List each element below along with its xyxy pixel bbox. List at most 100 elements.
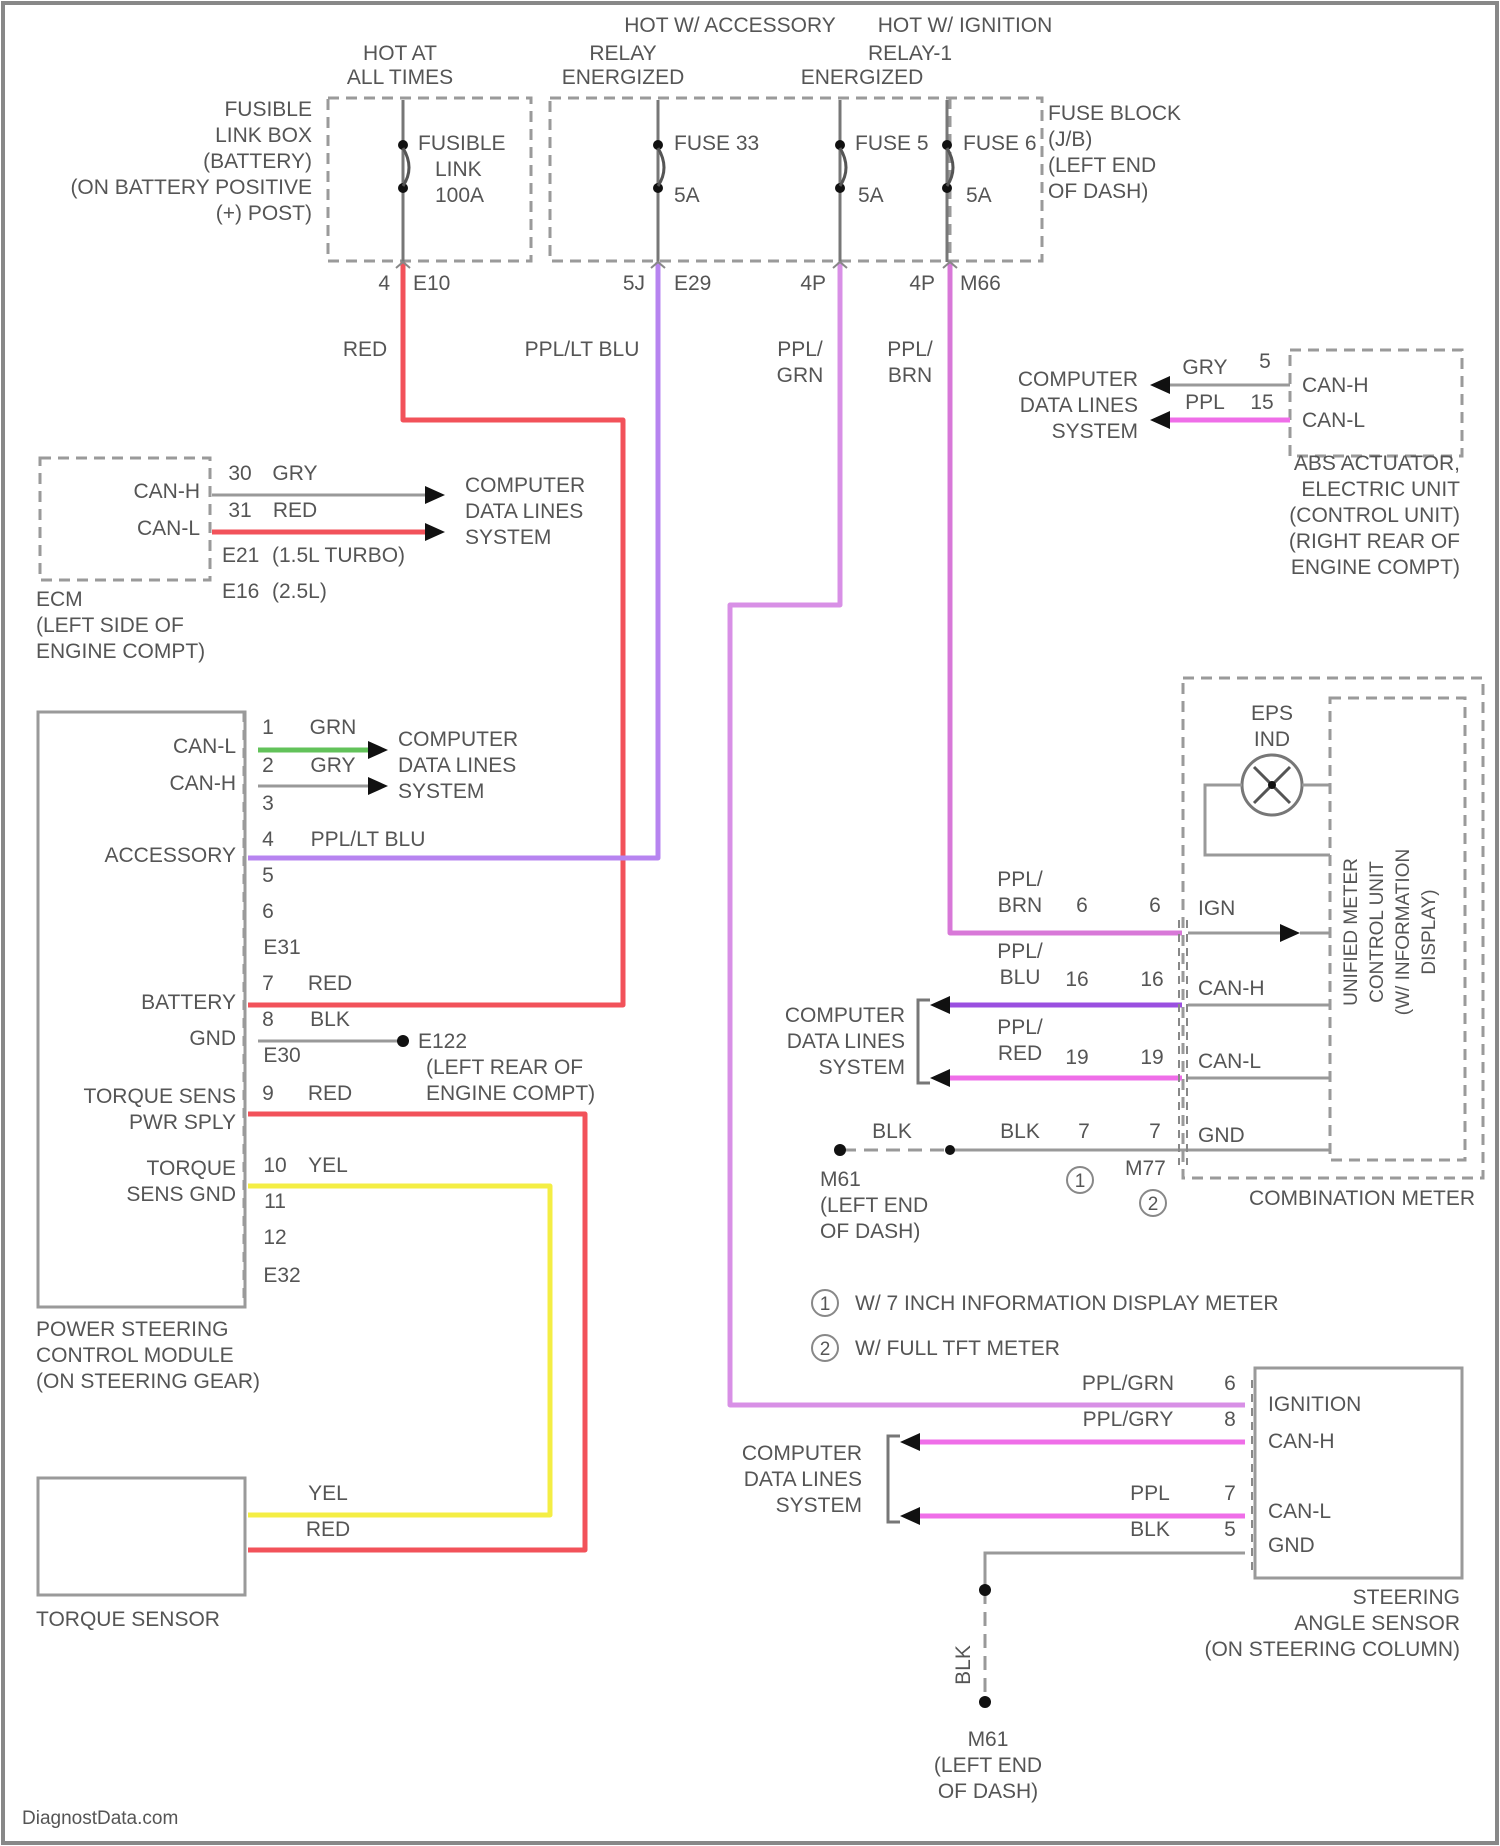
svg-text:DATA LINES: DATA LINES xyxy=(1020,394,1138,417)
svg-text:PPL/: PPL/ xyxy=(997,1016,1043,1039)
svg-text:UNIFIED METER: UNIFIED METER xyxy=(1341,858,1362,1006)
note-legend-1: 1 W/ 7 INCH INFORMATION DISPLAY METER xyxy=(812,1290,1279,1316)
svg-text:(BATTERY): (BATTERY) xyxy=(203,150,312,173)
svg-text:ECM: ECM xyxy=(36,588,83,611)
svg-text:PPL: PPL xyxy=(1185,391,1225,414)
svg-text:POWER STEERING: POWER STEERING xyxy=(36,1318,229,1341)
fusible-link-name: FUSIBLE xyxy=(418,132,506,155)
svg-text:1: 1 xyxy=(1075,1171,1086,1192)
svg-text:3: 3 xyxy=(262,792,274,815)
svg-text:5A: 5A xyxy=(858,184,884,207)
svg-text:PPL/: PPL/ xyxy=(997,940,1043,963)
svg-text:W/ 7 INCH INFORMATION DISPLAY: W/ 7 INCH INFORMATION DISPLAY METER xyxy=(855,1292,1279,1315)
svg-text:GND: GND xyxy=(1268,1534,1315,1557)
svg-text:PPL/: PPL/ xyxy=(997,868,1043,891)
svg-text:8: 8 xyxy=(262,1008,274,1031)
svg-text:ENERGIZED: ENERGIZED xyxy=(801,66,924,89)
svg-text:FUSIBLE: FUSIBLE xyxy=(224,98,312,121)
svg-text:COMPUTER: COMPUTER xyxy=(398,728,518,751)
svg-text:CONTROL MODULE: CONTROL MODULE xyxy=(36,1344,234,1367)
svg-text:CAN-L: CAN-L xyxy=(173,735,236,758)
svg-text:5J: 5J xyxy=(623,272,645,295)
svg-text:STEERING: STEERING xyxy=(1353,1586,1460,1609)
svg-text:SYSTEM: SYSTEM xyxy=(776,1494,862,1517)
svg-text:BRN: BRN xyxy=(998,894,1042,917)
svg-text:PPL: PPL xyxy=(1130,1482,1170,1505)
svg-text:(LEFT END: (LEFT END xyxy=(934,1754,1042,1777)
svg-text:GRY: GRY xyxy=(1182,356,1227,379)
svg-text:ABS ACTUATOR,: ABS ACTUATOR, xyxy=(1294,452,1460,475)
svg-text:5: 5 xyxy=(1224,1518,1236,1541)
svg-text:FUSE 6: FUSE 6 xyxy=(963,132,1037,155)
svg-text:RED: RED xyxy=(306,1518,350,1541)
svg-text:TORQUE: TORQUE xyxy=(147,1157,236,1180)
svg-text:(W/ INFORMATION: (W/ INFORMATION xyxy=(1393,849,1414,1015)
svg-text:(LEFT END: (LEFT END xyxy=(820,1194,928,1217)
svg-text:4P: 4P xyxy=(909,272,935,295)
svg-text:1: 1 xyxy=(820,1294,831,1315)
svg-text:12: 12 xyxy=(263,1226,286,1249)
svg-text:1: 1 xyxy=(262,716,274,739)
svg-text:M66: M66 xyxy=(960,272,1001,295)
svg-text:(LEFT SIDE OF: (LEFT SIDE OF xyxy=(36,614,184,637)
svg-text:HOT W/ ACCESSORY: HOT W/ ACCESSORY xyxy=(624,14,836,37)
svg-text:15: 15 xyxy=(1250,391,1273,414)
svg-text:PPL/GRN: PPL/GRN xyxy=(1082,1372,1174,1395)
pscm-label: POWER STEERING CONTROL MODULE (ON STEERI… xyxy=(36,1318,260,1393)
diagram-border xyxy=(3,3,1497,1843)
svg-text:(ON STEERING GEAR): (ON STEERING GEAR) xyxy=(36,1370,260,1393)
svg-text:FUSE 33: FUSE 33 xyxy=(674,132,759,155)
svg-text:CAN-L: CAN-L xyxy=(1302,409,1365,432)
svg-text:GRN: GRN xyxy=(777,364,824,387)
svg-text:4: 4 xyxy=(262,828,274,851)
svg-text:(RIGHT REAR OF: (RIGHT REAR OF xyxy=(1289,530,1460,553)
svg-text:GRN: GRN xyxy=(310,716,357,739)
svg-text:CAN-H: CAN-H xyxy=(1268,1430,1335,1453)
svg-text:PPL/GRY: PPL/GRY xyxy=(1083,1408,1174,1431)
svg-text:SYSTEM: SYSTEM xyxy=(398,780,484,803)
svg-text:10: 10 xyxy=(263,1154,286,1177)
svg-text:6: 6 xyxy=(1224,1372,1236,1395)
svg-text:ENGINE COMPT): ENGINE COMPT) xyxy=(426,1082,595,1105)
svg-text:ENGINE COMPT): ENGINE COMPT) xyxy=(1291,556,1460,579)
svg-text:M61: M61 xyxy=(968,1728,1009,1751)
svg-text:BLK: BLK xyxy=(310,1008,350,1031)
svg-text:(CONTROL UNIT): (CONTROL UNIT) xyxy=(1289,504,1460,527)
meter-connector-id: M77 xyxy=(1125,1157,1166,1180)
svg-text:CAN-H: CAN-H xyxy=(134,480,201,503)
svg-text:6: 6 xyxy=(1149,894,1161,917)
svg-text:RED: RED xyxy=(308,972,352,995)
svg-text:6: 6 xyxy=(1076,894,1088,917)
svg-text:IGN: IGN xyxy=(1198,897,1235,920)
svg-text:11: 11 xyxy=(264,1190,286,1213)
svg-text:YEL: YEL xyxy=(308,1154,348,1177)
svg-text:GND: GND xyxy=(1198,1124,1245,1147)
svg-text:SYSTEM: SYSTEM xyxy=(819,1056,905,1079)
fusible-link-pin: 4 xyxy=(378,272,390,295)
svg-text:BATTERY: BATTERY xyxy=(141,991,236,1014)
torque-sensor-label: TORQUE SENSOR xyxy=(36,1608,220,1631)
svg-text:E31: E31 xyxy=(263,936,300,959)
svg-text:BRN: BRN xyxy=(888,364,932,387)
svg-text:BLK: BLK xyxy=(1130,1518,1170,1541)
svg-text:W/ FULL TFT METER: W/ FULL TFT METER xyxy=(855,1337,1060,1360)
svg-text:SYSTEM: SYSTEM xyxy=(465,526,551,549)
svg-text:SYSTEM: SYSTEM xyxy=(1052,420,1138,443)
svg-text:HOT W/ IGNITION: HOT W/ IGNITION xyxy=(878,14,1053,37)
svg-text:PPL/: PPL/ xyxy=(887,338,933,361)
svg-text:CAN-H: CAN-H xyxy=(170,772,237,795)
svg-text:(1.5L TURBO): (1.5L TURBO) xyxy=(272,544,405,567)
svg-text:CAN-L: CAN-L xyxy=(137,517,200,540)
svg-text:OF DASH): OF DASH) xyxy=(1048,180,1148,203)
svg-text:PWR SPLY: PWR SPLY xyxy=(129,1111,236,1134)
svg-text:OF DASH): OF DASH) xyxy=(820,1220,920,1243)
svg-text:CAN-L: CAN-L xyxy=(1268,1500,1331,1523)
svg-text:16: 16 xyxy=(1065,968,1088,991)
svg-text:5A: 5A xyxy=(674,184,700,207)
svg-text:16: 16 xyxy=(1140,968,1163,991)
svg-text:7: 7 xyxy=(1078,1120,1090,1143)
svg-text:(2.5L): (2.5L) xyxy=(272,580,327,603)
svg-text:PPL/: PPL/ xyxy=(777,338,823,361)
svg-text:RED: RED xyxy=(308,1082,352,1105)
